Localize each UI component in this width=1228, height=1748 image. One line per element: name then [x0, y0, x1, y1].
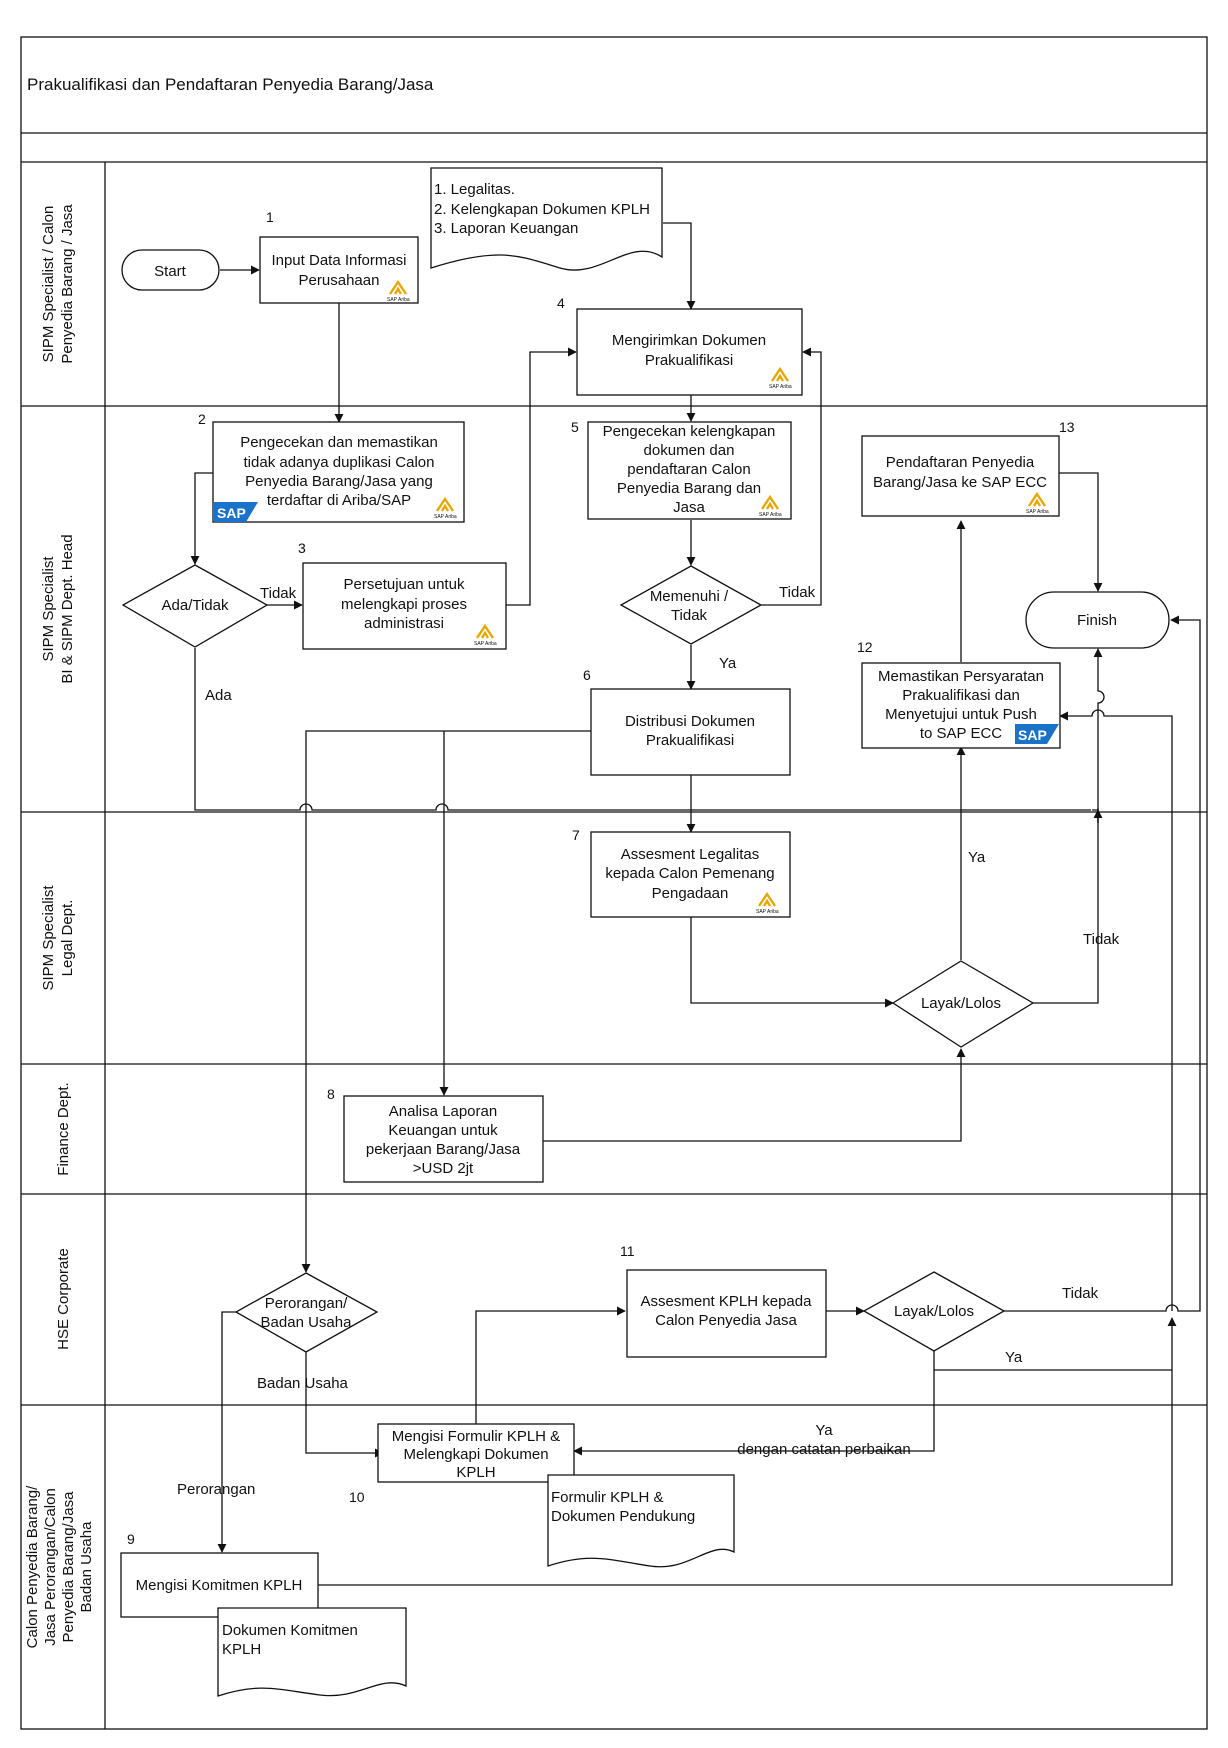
decision-layak-legal-text: Layak/Lolos — [921, 995, 1001, 1012]
document-formulir-kplh — [547, 1474, 735, 1568]
connectors — [190, 222, 1201, 1586]
step-1-number: 1 — [266, 209, 274, 225]
label-tidak-d1: Tidak — [260, 585, 297, 602]
start-label: Start — [154, 263, 187, 280]
document-komitmen-kplh — [217, 1607, 407, 1697]
step-4-number: 4 — [557, 295, 565, 311]
step-10-number: 10 — [349, 1489, 365, 1505]
svg-text:SAP Ariba: SAP Ariba — [1026, 509, 1049, 515]
label-ada: Ada — [205, 687, 232, 704]
ariba-logo-icon: SAP Ariba — [759, 494, 782, 518]
step-6-box — [590, 688, 791, 776]
step-11-number: 11 — [620, 1243, 635, 1259]
step-7-box — [590, 831, 791, 918]
step-9-number: 9 — [127, 1531, 135, 1547]
start-terminal — [121, 249, 220, 291]
label-tidak-d5: Tidak — [1062, 1285, 1099, 1302]
svg-text:SAP Ariba: SAP Ariba — [759, 512, 782, 518]
label-tidak-d3: Tidak — [1083, 931, 1120, 948]
step-5-number: 5 — [571, 419, 579, 435]
step-9-text: Mengisi Komitmen KPLH — [136, 1577, 303, 1594]
decision-layak-hse — [862, 1271, 1006, 1352]
decision-layak-hse-text: Layak/Lolos — [894, 1303, 974, 1320]
decision-layak-legal — [891, 960, 1035, 1048]
step-8-box — [343, 1095, 544, 1183]
page-title: Prakualifikasi dan Pendaftaran Penyedia … — [27, 75, 434, 94]
label-badan-usaha: Badan Usaha — [257, 1375, 349, 1392]
step-12-number: 12 — [857, 639, 873, 655]
sap-logo-icon: SAP — [214, 502, 258, 522]
step-numbers: 1 2 3 4 5 6 7 8 9 10 11 12 13 — [127, 209, 1075, 1547]
step-5-box — [587, 421, 792, 520]
finish-terminal — [1025, 591, 1170, 649]
label-ya-d3: Ya — [968, 849, 986, 866]
svg-text:SAP Ariba: SAP Ariba — [434, 514, 457, 520]
ariba-logo-icon: SAP Ariba — [1026, 491, 1049, 515]
step-8-number: 8 — [327, 1086, 335, 1102]
svg-text:SAP Ariba: SAP Ariba — [387, 297, 410, 303]
svg-text:SAP: SAP — [217, 505, 246, 521]
lane-label-calon-penyedia: Calon Penyedia Barang/Jasa Perorangan/Ca… — [24, 1485, 95, 1648]
label-ya-d2: Ya — [719, 655, 737, 672]
step-3-box — [302, 562, 507, 650]
sap-logo-icon: SAP — [1015, 724, 1059, 744]
document-requirements-text: 1. Legalitas.2. Kelengkapan Dokumen KPLH… — [434, 181, 650, 237]
svg-text:SAP Ariba: SAP Ariba — [474, 641, 497, 647]
step-11-box — [626, 1269, 827, 1358]
ariba-logo-icon: SAP Ariba — [474, 623, 497, 647]
decision-ada-tidak-text: Ada/Tidak — [162, 597, 229, 614]
decision-memenuhi-text: Memenuhi /Tidak — [650, 588, 729, 624]
decision-ada-tidak — [121, 564, 269, 648]
step-10-box — [377, 1423, 575, 1483]
diagram-frame — [20, 36, 1208, 1730]
decision-memenuhi — [619, 565, 763, 645]
svg-text:SAP Ariba: SAP Ariba — [756, 909, 779, 915]
step-4-box — [576, 308, 803, 396]
ariba-logo-icon: SAP Ariba — [434, 496, 457, 520]
ariba-logo-icon: SAP Ariba — [387, 279, 410, 303]
label-tidak-d2: Tidak — [779, 584, 816, 601]
step-9-box — [120, 1552, 319, 1618]
step-13-box — [861, 435, 1060, 517]
ariba-logo-icon: SAP Ariba — [756, 891, 779, 915]
svg-text:SAP: SAP — [1018, 727, 1047, 743]
svg-text:SAP Ariba: SAP Ariba — [769, 384, 792, 390]
lane-label-hse: HSE Corporate — [55, 1248, 72, 1350]
step-7-number: 7 — [572, 827, 580, 843]
document-formulir-kplh-text: Formulir KPLH &Dokumen Pendukung — [551, 1489, 695, 1525]
step-10-text: Mengisi Formulir KPLH &Melengkapi Dokume… — [392, 1428, 560, 1481]
step-6-number: 6 — [583, 667, 591, 683]
label-ya-d5: Ya — [1005, 1349, 1023, 1366]
label-perorangan: Perorangan — [177, 1481, 255, 1498]
document-requirements — [430, 167, 663, 271]
lane-label-finance: Finance Dept. — [55, 1082, 72, 1175]
ariba-logo-icon: SAP Ariba — [769, 366, 792, 390]
finish-label: Finish — [1077, 612, 1117, 629]
decision-perorangan — [234, 1272, 379, 1353]
decision-perorangan-text: Perorangan/Badan Usaha — [261, 1295, 353, 1331]
step-2-number: 2 — [198, 411, 206, 427]
step-13-number: 13 — [1059, 419, 1075, 435]
step-3-number: 3 — [298, 540, 306, 556]
